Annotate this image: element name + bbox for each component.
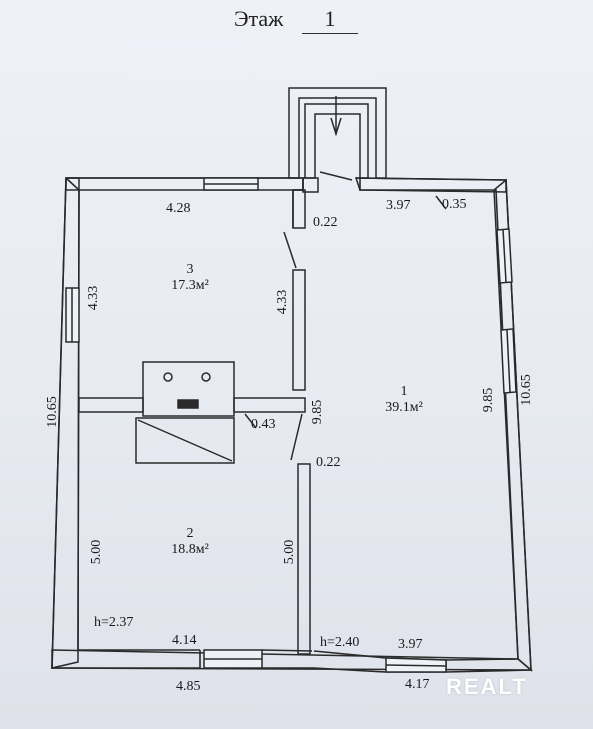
- partition-stub-top: [292, 189, 306, 229]
- wall-bottom: [51, 649, 534, 671]
- room-1-number: 1: [400, 384, 408, 399]
- room-2-area: 18.8м²: [171, 542, 209, 558]
- dim-room1-width: 3.97: [398, 637, 423, 652]
- porch-outer: [288, 87, 387, 179]
- dim-bottom-right-outer: 4.17: [405, 677, 430, 692]
- dim-left-total-height: 10.65: [45, 396, 60, 428]
- dim-top-right-offset: 0.35: [442, 197, 467, 212]
- dim-right-total-height: 10.65: [519, 374, 534, 406]
- dim-top-right-width: 3.97: [386, 198, 411, 213]
- wall-top-left: [65, 177, 304, 191]
- room-1-area: 39.1м²: [385, 400, 423, 416]
- wall-left: [51, 177, 80, 669]
- stove-top: [142, 361, 235, 417]
- dim-room2-width: 4.14: [172, 633, 197, 648]
- dim-room2-left-height: 5.00: [89, 539, 104, 565]
- room-3-area: 17.3м²: [171, 278, 209, 294]
- dim-partition-gap-mid: 0.22: [316, 455, 341, 470]
- door-entrance: [319, 171, 353, 181]
- stove-door: [177, 399, 199, 409]
- dim-right-inner-height: 9.85: [481, 387, 496, 413]
- room-3-label: 3 17.3м²: [150, 262, 230, 294]
- dim-bottom-left-outer: 4.85: [176, 679, 201, 694]
- door-room3: [283, 231, 297, 269]
- dim-room1-ceiling: h=2.40: [320, 635, 360, 650]
- dim-room3-left-height: 4.33: [86, 285, 101, 311]
- stove-burner-left: [163, 372, 173, 382]
- partition-lower: [297, 463, 311, 655]
- entrance-arrow-head: [330, 117, 342, 137]
- dim-top-left-width: 4.28: [166, 201, 191, 216]
- room-2-label: 2 18.8м²: [150, 526, 230, 558]
- room-3-number: 3: [186, 262, 194, 277]
- entrance-wall-block: [302, 177, 319, 193]
- partition-horizontal-left: [78, 397, 144, 413]
- right-offset-mark: [435, 195, 447, 210]
- outer-wall-outline: [51, 177, 532, 673]
- stove-bottom: [135, 417, 235, 464]
- dim-room2-right-height: 5.00: [282, 539, 297, 565]
- stove-offset-mark: [244, 413, 257, 429]
- dim-stove-offset: 0.43: [251, 417, 276, 432]
- room-2-number: 2: [186, 526, 194, 541]
- door-room2: [290, 413, 303, 461]
- dim-room2-ceiling: h=2.37: [94, 615, 134, 630]
- floor-title: Этаж: [234, 6, 284, 31]
- partition-horizontal-right: [233, 397, 306, 413]
- stove-burner-right: [201, 372, 211, 382]
- dim-partition-gap-top: 0.22: [313, 215, 338, 230]
- outer-wall-bottom: [261, 649, 447, 673]
- room-1-label: 1 39.1м²: [364, 384, 444, 416]
- realt-watermark: REALT: [446, 674, 528, 699]
- dim-center-height: 9.85: [310, 399, 325, 425]
- floor-number: 1: [302, 6, 358, 34]
- partition-upper: [292, 269, 306, 391]
- dim-room3-right-height: 4.33: [275, 289, 290, 315]
